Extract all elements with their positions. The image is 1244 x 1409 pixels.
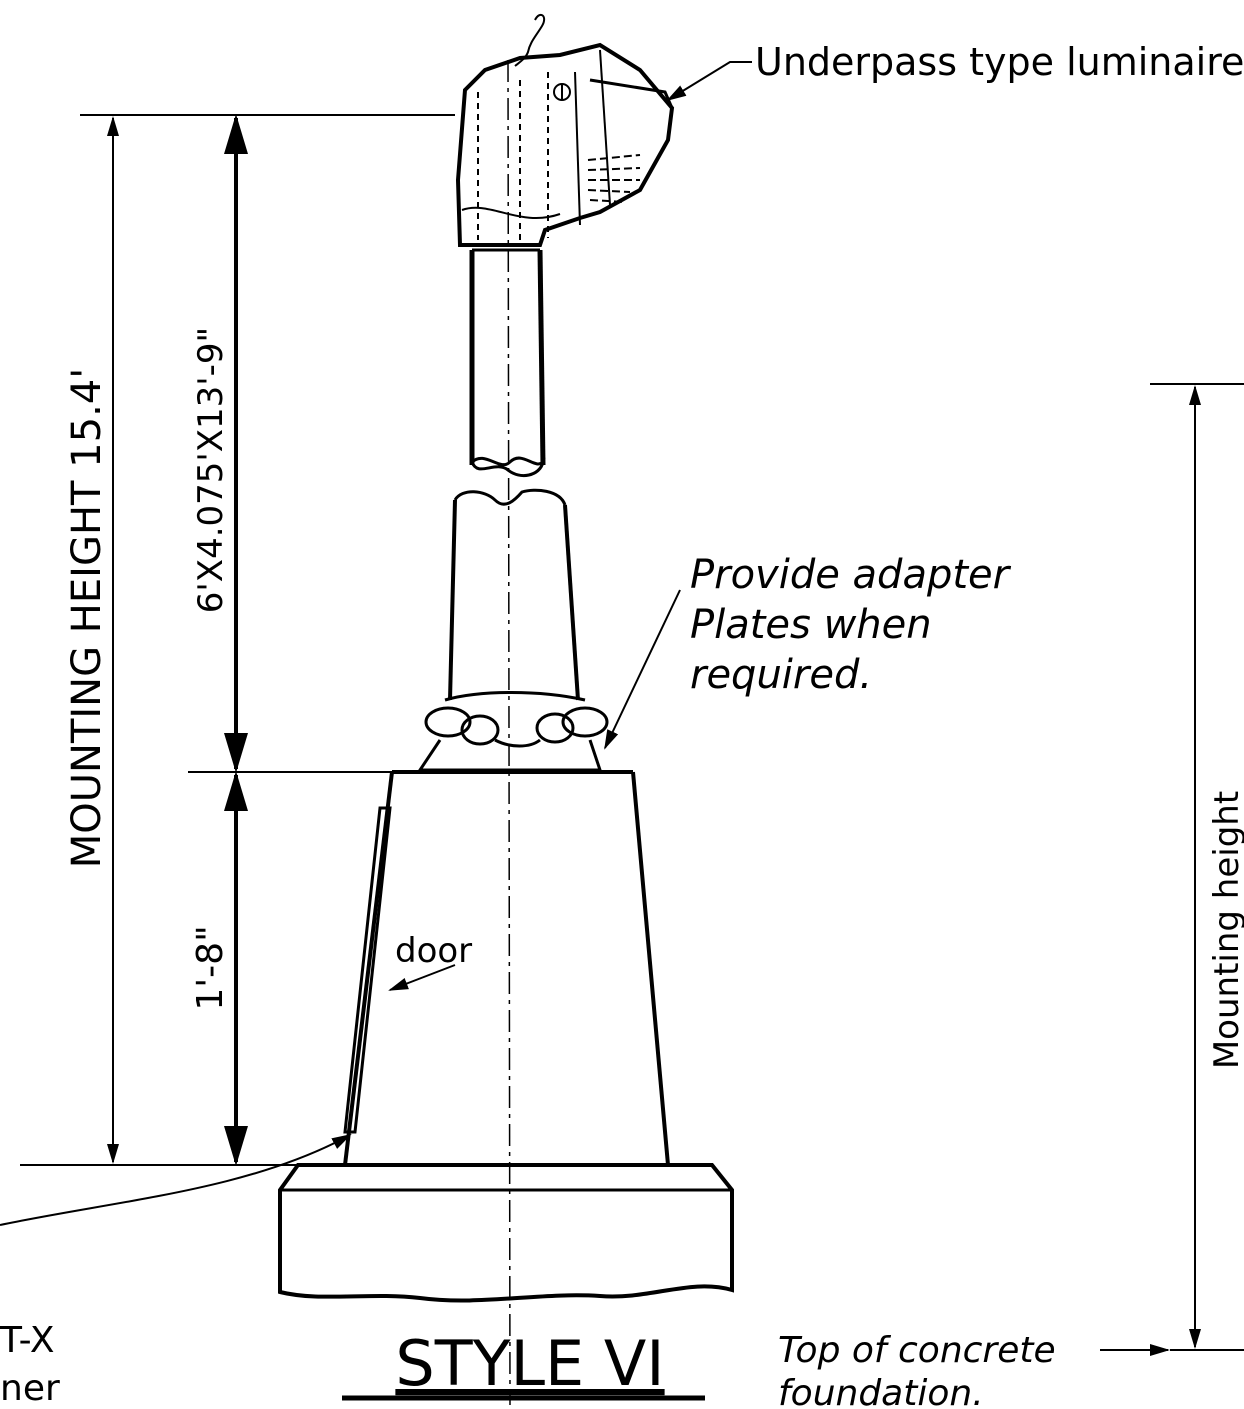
transformer-base [343,770,670,1166]
left-fragment-line-1: T-X [0,1320,55,1361]
luminaire-leader [666,61,752,102]
upper-pole [469,248,546,478]
door-leader [388,964,456,991]
mounting-height-dimension [20,114,455,1166]
adapter-note-line-1: Provide adapter [690,552,1012,598]
foundation-note-line-2: foundation. [778,1373,984,1409]
lower-pole [448,488,580,701]
mounting-height-label: MOUNTING HEIGHT 15.4' [64,368,110,869]
base-dimension-label: 1'-8" [190,925,231,1010]
adapter-note-line-2: Plates when [690,602,932,648]
pole-dimension [188,114,392,1166]
door-label: door [395,931,472,971]
foundation-note-line-1: Top of concrete [778,1330,1056,1371]
concrete-foundation [278,1163,734,1303]
adapter-note-line-3: required. [690,652,872,698]
center-line [507,59,511,1406]
right-height-label: Mounting height [1207,791,1244,1069]
left-fragment-line-2: ner [0,1368,60,1409]
adapter-plate [417,691,609,772]
pole-dimension-label: 6'X4.075'X13'-9" [191,327,231,613]
left-fragment-leader [0,1134,352,1226]
style-title: STYLE VI [395,1327,664,1400]
adapter-leader [604,589,681,750]
right-mounting-height-dimension [1150,383,1244,1351]
base-door [343,806,392,1134]
luminaire-head [455,13,675,247]
lamp-lens [587,154,641,203]
luminaire-label: Underpass type luminaire [755,40,1244,84]
